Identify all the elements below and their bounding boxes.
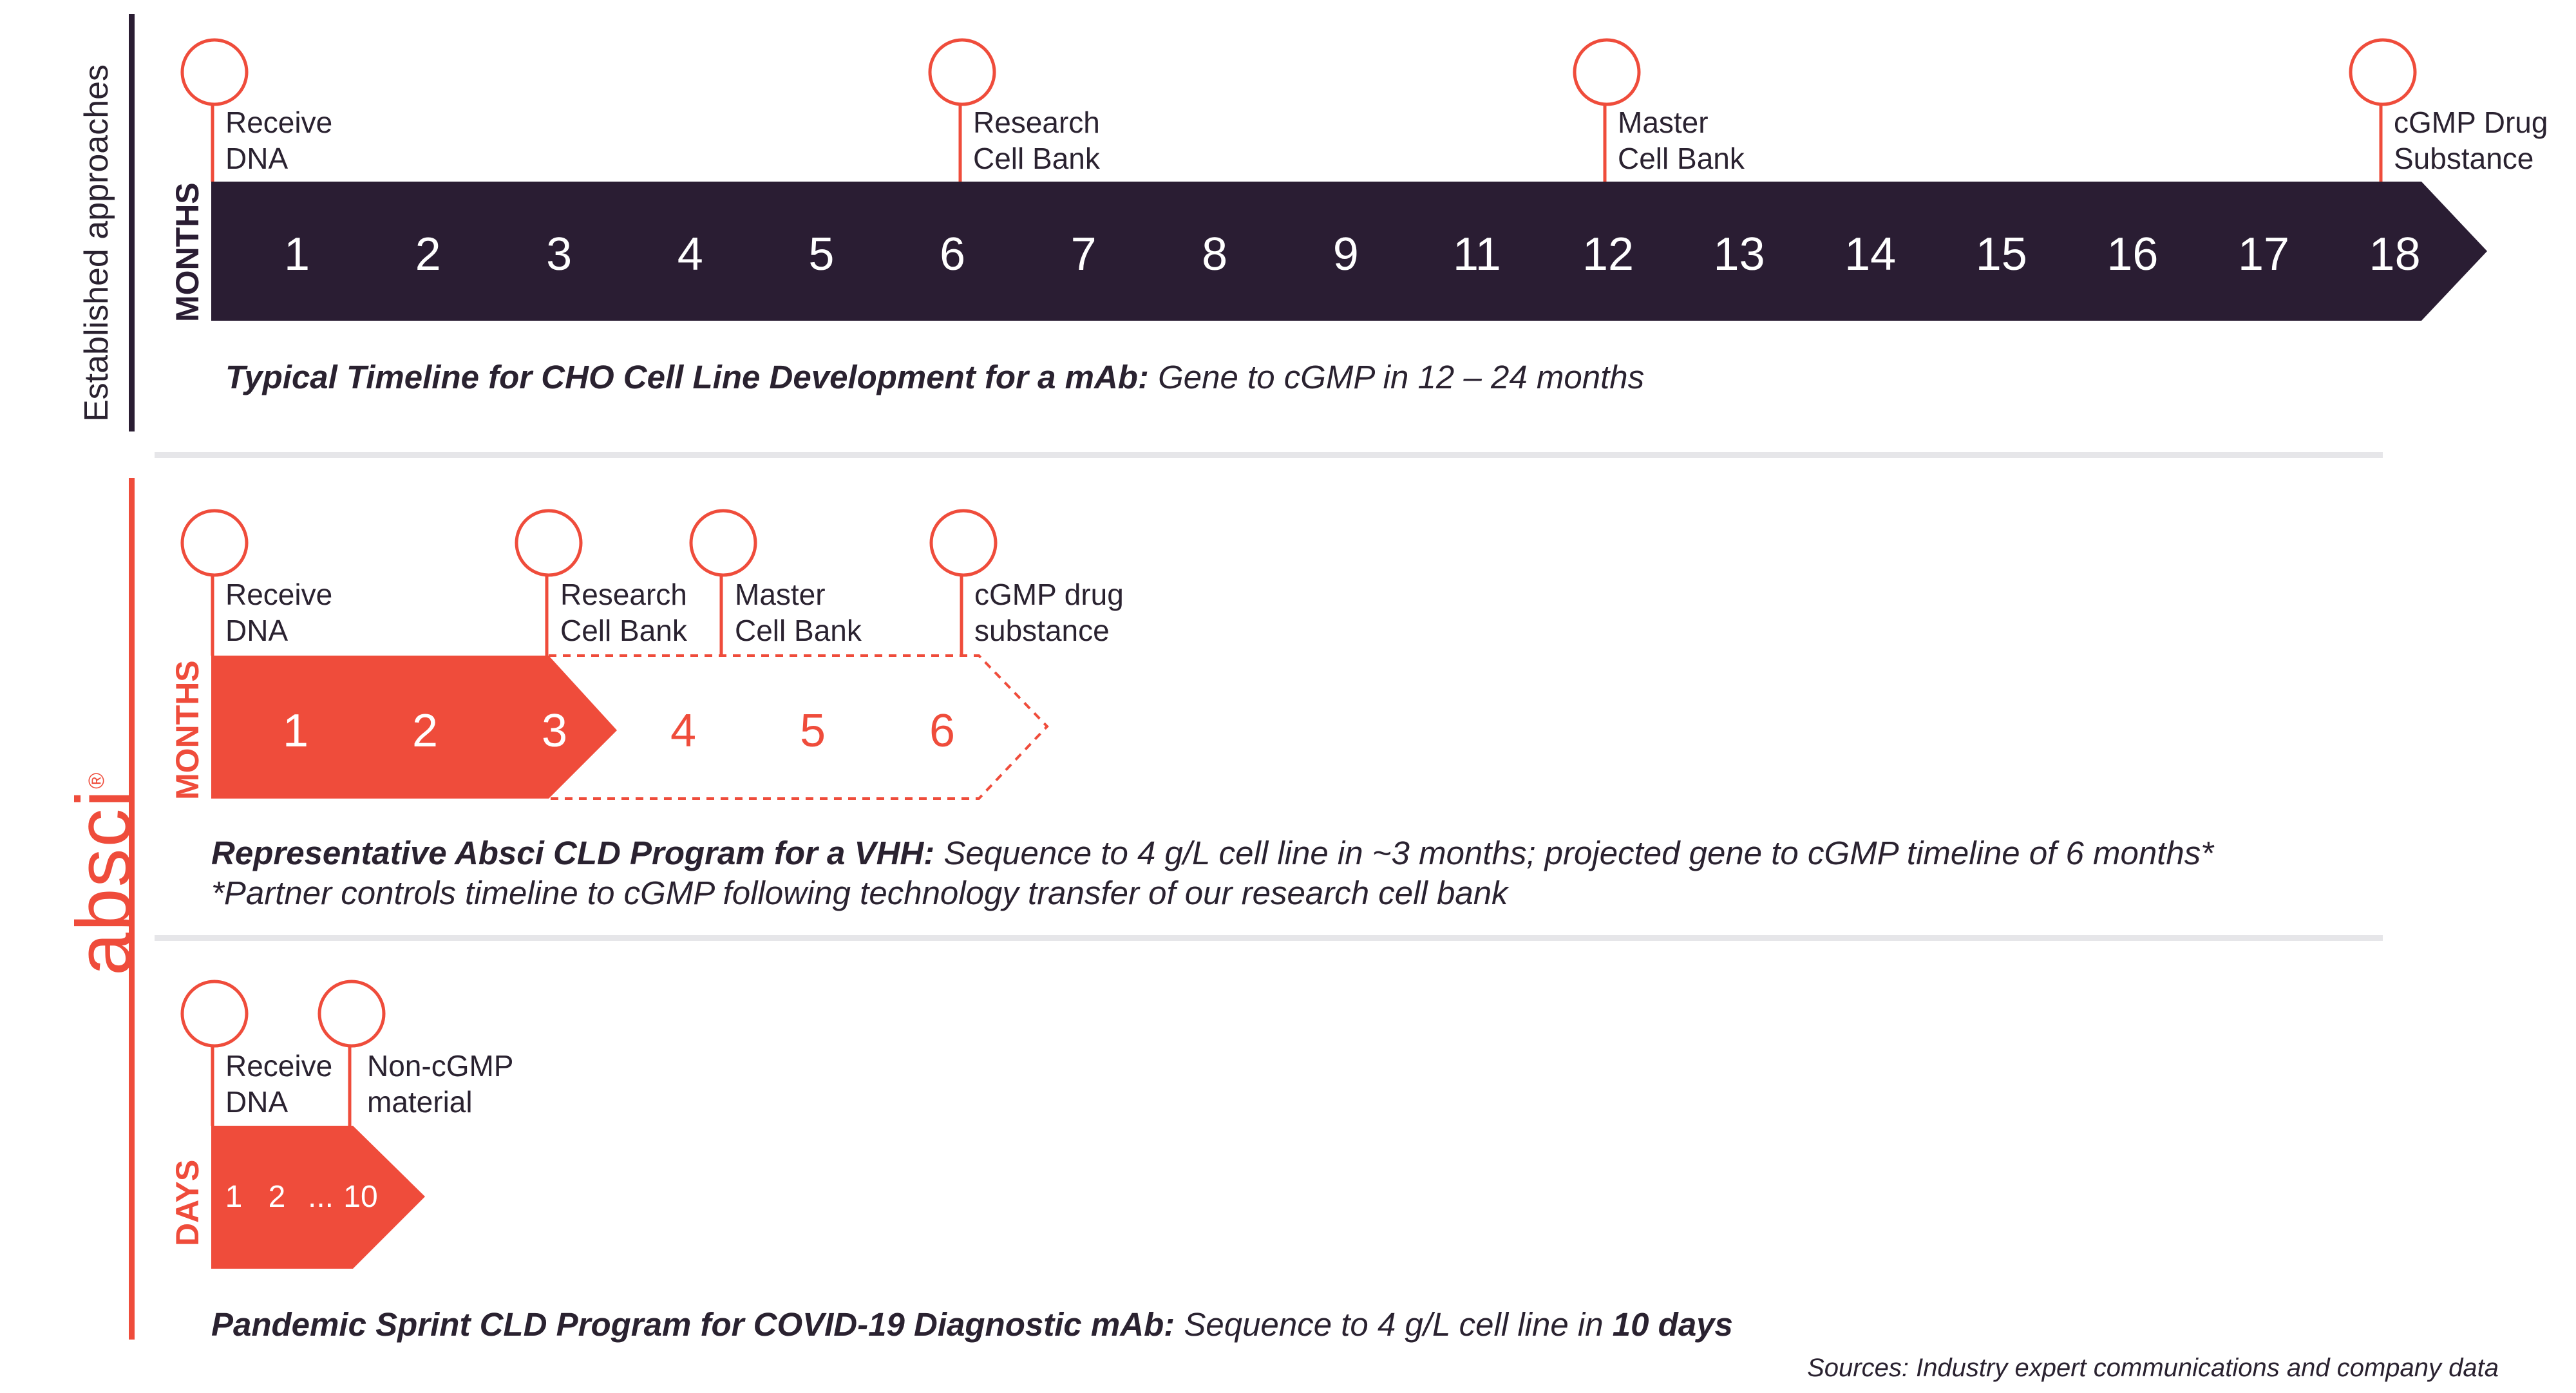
caption-text: Sequence to 4 g/L cell line in bbox=[1175, 1306, 1613, 1343]
tick-label: 3 bbox=[546, 229, 573, 280]
tick-label: 2 bbox=[415, 229, 441, 280]
caption-text: Gene to cGMP in 12 – 24 months bbox=[1148, 359, 1645, 395]
caption-bold: Pandemic Sprint CLD Program for COVID-19… bbox=[211, 1306, 1175, 1343]
tick-label: 13 bbox=[1713, 229, 1765, 280]
pandemic-caption: Pandemic Sprint CLD Program for COVID-19… bbox=[211, 1305, 1733, 1345]
milestone-line2: DNA bbox=[225, 1085, 289, 1119]
tick-label: 15 bbox=[1975, 229, 2027, 280]
established-side-bar bbox=[129, 14, 135, 431]
milestone-pin-cgmp-drug-substance-2 bbox=[929, 509, 998, 656]
tick-label: 6 bbox=[929, 705, 956, 757]
tick-label: 11 bbox=[1453, 229, 1501, 280]
tick-label: 10 bbox=[343, 1180, 378, 1214]
absci-logo: absci® bbox=[59, 772, 148, 976]
absci-footnote: *Partner controls timeline to cGMP follo… bbox=[211, 875, 1508, 911]
tick-label: 5 bbox=[799, 705, 826, 757]
milestone-line1: Master bbox=[735, 578, 826, 611]
sources-note: Sources: Industry expert communications … bbox=[1807, 1354, 2499, 1382]
milestone-line2: Cell Bank bbox=[1618, 142, 1745, 175]
milestone-line2: substance bbox=[974, 614, 1110, 647]
tick-label: 1 bbox=[283, 229, 310, 280]
tick-label: 12 bbox=[1582, 229, 1634, 280]
milestone-line1: Receive bbox=[225, 578, 333, 611]
absci-logo-text: absci bbox=[61, 788, 147, 976]
tick-label: 8 bbox=[1202, 229, 1228, 280]
milestone-line1: cGMP Drug bbox=[2394, 106, 2548, 139]
tick-label: ... bbox=[307, 1180, 334, 1214]
milestone-pin-receive-dna bbox=[180, 38, 249, 182]
section-divider-top bbox=[155, 452, 2383, 458]
caption-bold: Representative Absci CLD Program for a V… bbox=[211, 835, 935, 871]
pandemic-timeline-arrow bbox=[211, 1126, 425, 1269]
tick-label: 9 bbox=[1332, 229, 1359, 280]
milestone-pin-master-cell-bank bbox=[1573, 38, 1641, 182]
milestone-pin-cgmp-drug-substance bbox=[2349, 38, 2417, 182]
milestone-line1: Receive bbox=[225, 1049, 333, 1083]
absci-timeline-solid-arrow bbox=[211, 656, 617, 799]
established-timeline-arrow bbox=[211, 182, 2487, 321]
milestone-pin-research-cell-bank bbox=[928, 38, 996, 182]
tick-label: 4 bbox=[670, 705, 697, 757]
tick-label: 4 bbox=[677, 229, 703, 280]
established-approaches-title: Established approaches bbox=[78, 64, 115, 422]
milestone-pin-receive-dna-2 bbox=[180, 509, 249, 656]
milestone-pin-master-cell-bank-2 bbox=[689, 509, 757, 656]
milestone-line2: DNA bbox=[225, 142, 289, 175]
milestone-line2: Substance bbox=[2394, 142, 2534, 175]
milestone-line1: Receive bbox=[225, 106, 333, 139]
milestone-line2: DNA bbox=[225, 614, 289, 647]
absci-caption: Representative Absci CLD Program for a V… bbox=[211, 833, 2213, 873]
caption-bold-end: 10 days bbox=[1612, 1306, 1733, 1343]
milestone-line1: Master bbox=[1618, 106, 1709, 139]
milestone-line1: Research bbox=[560, 578, 687, 611]
milestone-pin-receive-dna-3 bbox=[180, 980, 249, 1126]
months-unit-label-2: MONTHS bbox=[169, 660, 205, 800]
tick-label: 18 bbox=[2369, 229, 2421, 280]
absci-side-bar bbox=[129, 478, 135, 1340]
established-caption: Typical Timeline for CHO Cell Line Devel… bbox=[225, 357, 1644, 397]
milestone-line2: Cell Bank bbox=[973, 142, 1100, 175]
tick-label: 6 bbox=[939, 229, 966, 280]
tick-label: 5 bbox=[808, 229, 835, 280]
tick-label: 1 bbox=[282, 705, 309, 757]
days-unit-label: DAYS bbox=[169, 1159, 205, 1246]
milestone-line2: Cell Bank bbox=[560, 614, 687, 647]
tick-label: 7 bbox=[1070, 229, 1097, 280]
milestone-line2: material bbox=[367, 1085, 473, 1119]
section-divider-bottom bbox=[155, 935, 2383, 941]
tick-label: 3 bbox=[541, 705, 568, 757]
tick-label: 14 bbox=[1844, 229, 1897, 280]
milestone-pin-non-cgmp-material bbox=[317, 980, 386, 1126]
tick-label: 16 bbox=[2107, 229, 2159, 280]
milestone-pin-research-cell-bank-2 bbox=[515, 509, 583, 656]
milestone-line1: Research bbox=[973, 106, 1100, 139]
months-unit-label-1: MONTHS bbox=[169, 182, 205, 322]
caption-bold: Typical Timeline for CHO Cell Line Devel… bbox=[225, 359, 1149, 395]
tick-label: 2 bbox=[412, 705, 439, 757]
milestone-line1: cGMP drug bbox=[974, 578, 1124, 611]
absci-logo-mark: ® bbox=[84, 771, 109, 789]
tick-label: 2 bbox=[268, 1180, 286, 1214]
tick-label: 1 bbox=[225, 1180, 243, 1214]
absci-timeline-projected-arrow bbox=[549, 654, 1049, 800]
milestone-line1: Non-cGMP bbox=[367, 1049, 514, 1083]
tick-label: 17 bbox=[2237, 229, 2290, 280]
milestone-line2: Cell Bank bbox=[735, 614, 862, 647]
caption-text: Sequence to 4 g/L cell line in ~3 months… bbox=[934, 835, 2214, 871]
